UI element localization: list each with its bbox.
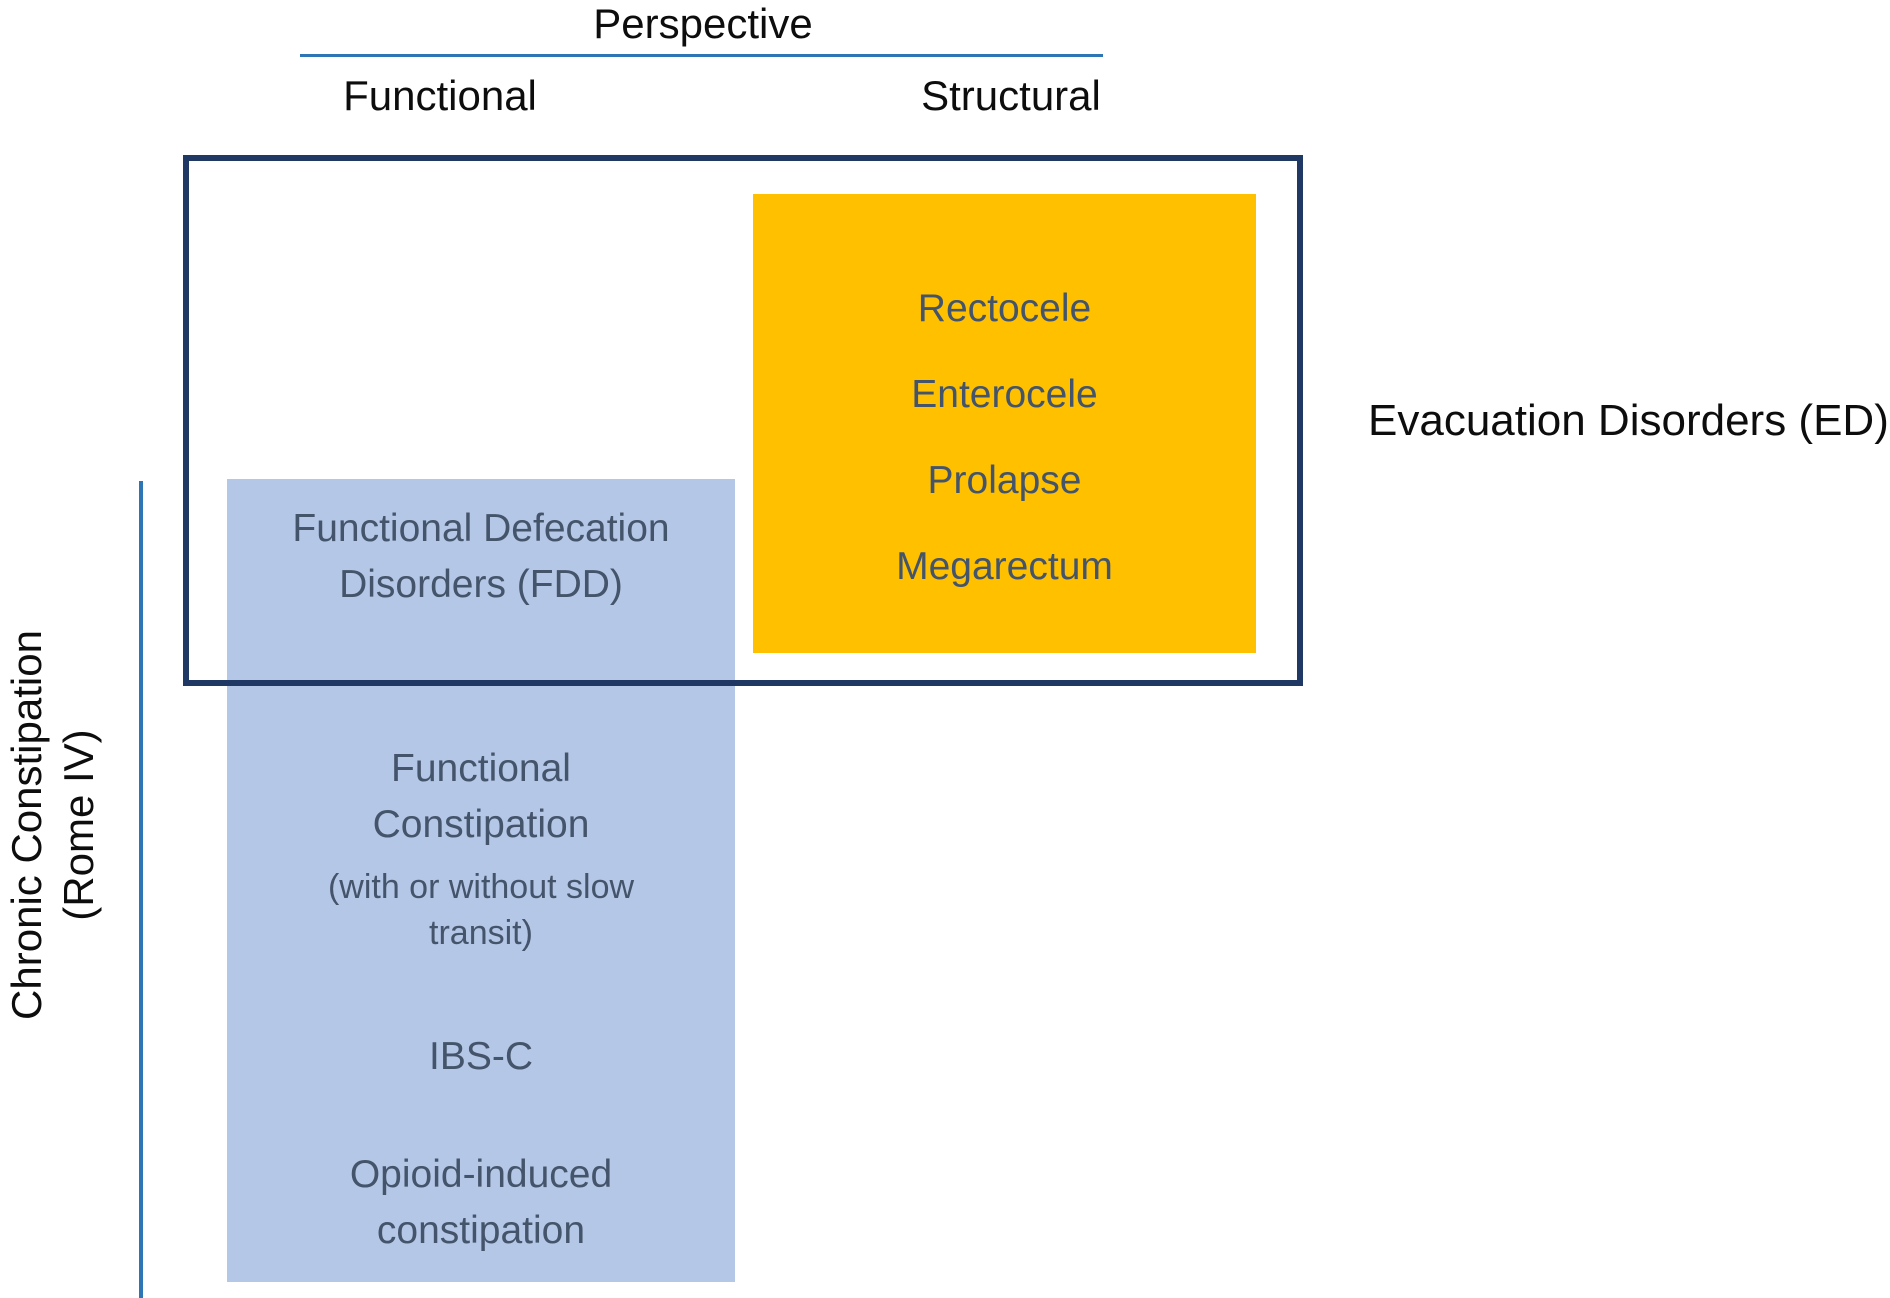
- structural-disorders-box: Rectocele Enterocele Prolapse Megarectum: [753, 194, 1256, 653]
- functional-constipation-subnote: (with or without slow transit): [227, 864, 735, 956]
- chronic-constipation-axis-line2: (Rome IV): [55, 729, 102, 921]
- structural-item-enterocele: Enterocele: [911, 373, 1098, 416]
- functional-constipation-label: Functional Constipation: [227, 741, 735, 853]
- fdd-label: Functional Defecation Disorders (FDD): [227, 501, 735, 613]
- evacuation-disorders-label: Evacuation Disorders (ED): [1368, 396, 1889, 445]
- fdd-label-line1: Functional Defecation: [292, 507, 670, 550]
- chronic-constipation-axis-line: [139, 481, 143, 1298]
- structural-item-rectocele: Rectocele: [917, 287, 1092, 330]
- functional-constipation-line1: Functional: [391, 747, 571, 790]
- functional-constipation-subnote-line1: (with or without slow: [327, 868, 635, 906]
- functional-constipation-subnote-line2: transit): [429, 914, 533, 952]
- opioid-induced-line2: constipation: [376, 1209, 586, 1252]
- perspective-axis-line: [300, 54, 1103, 57]
- chronic-constipation-axis-line1: Chronic Constipation: [3, 630, 50, 1020]
- structural-item-prolapse: Prolapse: [927, 459, 1082, 502]
- opioid-induced-label: Opioid-induced constipation: [227, 1147, 735, 1259]
- ibs-c-label: IBS-C: [428, 1035, 533, 1078]
- opioid-induced-line1: Opioid-induced: [349, 1153, 613, 1196]
- structural-column-label: Structural: [921, 72, 1101, 119]
- functional-constipation-line2: Constipation: [372, 803, 590, 846]
- perspective-axis-title: Perspective: [593, 0, 813, 47]
- evacuation-disorders-rectangle: [183, 155, 1303, 686]
- structural-item-megarectum: Megarectum: [896, 545, 1113, 588]
- chronic-constipation-box: Functional Defecation Disorders (FDD) Fu…: [227, 479, 735, 1282]
- fdd-label-line2: Disorders (FDD): [339, 563, 623, 606]
- functional-column-label: Functional: [343, 72, 537, 119]
- chronic-constipation-axis-label: Chronic Constipation (Rome IV): [1, 575, 105, 1075]
